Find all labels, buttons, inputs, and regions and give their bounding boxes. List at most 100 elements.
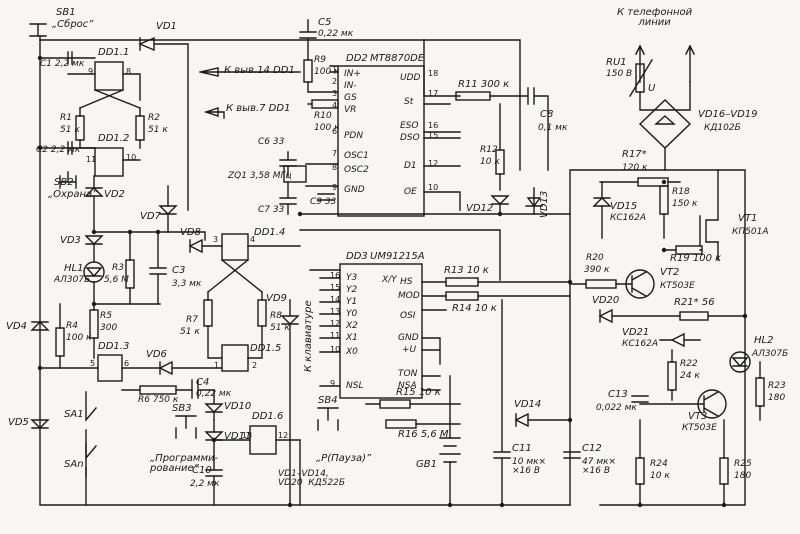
label-dd1-1: DD1.1 [98,47,130,58]
label-r2: R2 [148,113,160,123]
label-vd16: VD16–VD19 [698,109,758,120]
pin-5: 5 [90,359,96,368]
label-r12v: 10 к [480,157,500,167]
label-gb1: GB1 [416,459,437,470]
dd1-3-gate [97,354,123,382]
pin-d1: D1 [404,161,417,171]
label-r22v: 24 к [680,371,700,381]
r11-body [455,91,491,101]
label-r1v: 51 к [60,125,80,135]
label-hl2v: АЛ307Б [752,349,789,359]
pin-9: 9 [88,67,94,76]
label-vd13: VD13 [539,190,550,218]
label-c13: C13 [608,389,628,400]
label-r17: R17* [622,149,647,160]
r16-body [385,419,417,429]
label-diodes: VD1–VD14, VD20 КД522Б [278,469,346,488]
pin-k14: 14 [330,295,341,304]
label-vd8: VD8 [180,227,201,238]
r23-body [755,377,765,407]
pin-17: 17 [428,89,439,98]
label-r25: R25 [734,459,752,469]
pin-in-minus: IN- [344,81,357,91]
pin-k16: 16 [330,271,341,280]
label-r18v: 150 к [672,199,698,209]
label-dd1-6: DD1.6 [252,411,284,422]
label-san: SAn [64,459,84,470]
pin-16: 16 [428,121,439,130]
label-dd1-2: DD1.2 [98,133,130,144]
label-vd11: VD11 [224,431,252,442]
label-vd2: VD2 [104,189,125,200]
label-vt3v: КТ503Е [682,423,717,433]
label-sb2-name: „Охрана” [48,189,98,200]
label-c11: C11 [512,443,532,454]
label-r19: R19 100 к [670,253,722,264]
label-c13v: 0,022 мк [596,403,637,413]
label-sb4: SB4 [318,395,338,406]
dd3-chip [339,263,423,399]
r25-body [719,457,729,485]
label-c3v: 3,3 мк [172,279,202,289]
label-vd9: VD9 [266,293,287,304]
label-r9: R9 [314,55,326,65]
pin-k13: 13 [330,307,341,316]
label-r3: R3 [112,263,124,273]
label-r25v: 180 [734,471,752,481]
pin-mod: MOD [398,291,420,301]
label-r4v: 100 к [66,333,92,343]
label-vd6: VD6 [146,349,167,360]
label-r22: R22 [680,359,698,369]
label-r10: R10 [314,111,332,121]
label-vd7: VD7 [140,211,161,222]
r22-body [667,361,677,391]
r9-body [303,59,313,83]
label-r2v: 51 к [148,125,168,135]
label-vd10: VD10 [224,401,252,412]
label-vd15v: КС162А [610,213,647,223]
pin-4: 4 [250,235,256,244]
dd1-4-gate [221,233,249,261]
label-xy: X/Y [382,275,397,285]
pin-hs: HS [400,277,413,287]
dd1-6-gate [249,425,277,455]
label-to14: К выв.14 DD1 [224,65,295,76]
label-ru1v: 150 В [606,69,633,79]
label-r13: R13 10 к [444,265,489,276]
label-r24: R24 [650,459,668,469]
label-r9v: 100 к [314,67,340,77]
label-prog: „Программи- рование” [150,453,219,474]
pin-nsa: NSA [398,381,417,391]
pin-pdn: PDN [344,131,364,141]
label-vt1v: КП501А [732,227,769,237]
pin-k10: 10 [330,345,341,354]
label-vt3: VT3 [688,411,708,422]
pin-k12: 12 [330,319,341,328]
phone-line-label: К телефонной линии [617,7,693,28]
pin-gnd2: GND [398,333,419,343]
label-c4v: 0,22 мк [196,389,232,399]
label-dd1-3: DD1.3 [98,341,130,352]
pin-osc2: OSC2 [344,165,369,175]
label-r6: R6 750 к [138,395,179,405]
label-vd20: VD20 [592,295,620,306]
label-dd3: DD3 [346,251,368,262]
label-dd3-type: UM91215A [370,251,425,262]
pin-n2: 2 [332,77,338,86]
pin-13: 13 [242,431,253,440]
label-r14: R14 10 к [452,303,497,314]
pin-n6: 6 [332,127,338,136]
pin-udd: UDD [400,73,421,83]
r15-body [379,399,411,409]
pin-11: 11 [86,155,97,164]
label-c1: C1 2,2 мк [40,59,85,69]
label-dd1-4: DD1.4 [254,227,286,238]
pin-n7: 7 [332,149,338,158]
r20-body [585,279,617,289]
pin-k11: 11 [330,331,341,340]
label-c9: C9 33 [310,197,337,207]
label-c11v: 10 мк× ×16 В [512,457,547,476]
r6-body [139,385,177,395]
label-c2: C2 2,2 мк [36,145,81,155]
